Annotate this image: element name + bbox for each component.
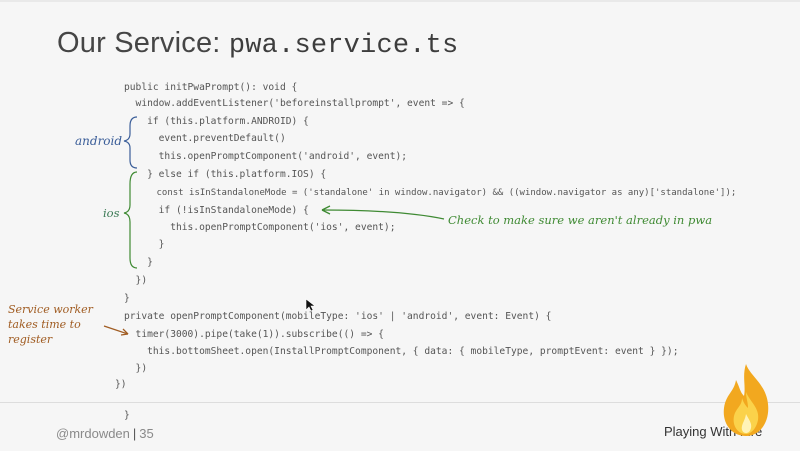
footer-separator: | [132, 426, 137, 441]
code-line: if (!isInStandaloneMode) { [124, 205, 309, 216]
code-line: private openPromptComponent(mobileType: … [124, 311, 552, 322]
footer-credit: @mrdowden|35 [56, 426, 154, 441]
slide-title: Our Service: pwa.service.ts [57, 27, 458, 61]
code-line: } else if (this.platform.IOS) { [124, 169, 327, 180]
code-line: this.openPromptComponent('android', even… [124, 151, 408, 162]
slide-title-text: Our Service: [57, 27, 229, 59]
code-line: window.addEventListener('beforeinstallpr… [124, 98, 465, 109]
page-number: 35 [139, 426, 154, 441]
android-annotation: android [75, 134, 123, 148]
code-line: public initPwaPrompt(): void { [124, 82, 298, 93]
code-line: if (this.platform.ANDROID) { [124, 116, 309, 127]
code-line: } [124, 239, 165, 250]
flame-logo-icon [723, 364, 769, 436]
code-line: }) [115, 379, 127, 390]
code-line: } [124, 293, 130, 304]
top-band [0, 0, 800, 2]
code-line: event.preventDefault() [124, 133, 286, 144]
service-worker-annotation: Service worker takes time to register [8, 303, 93, 346]
ios-annotation: ios [103, 206, 120, 220]
footer-divider [0, 402, 800, 403]
code-line: this.bottomSheet.open(InstallPromptCompo… [124, 346, 679, 357]
mouse-cursor-icon [305, 298, 315, 312]
code-line: } [124, 410, 130, 421]
footer-handle: @mrdowden [56, 426, 130, 441]
slide-title-filename: pwa.service.ts [228, 31, 459, 61]
code-line: }) [124, 363, 148, 374]
code-line: this.openPromptComponent('ios', event); [124, 222, 396, 233]
code-line: } [124, 257, 153, 268]
code-line: timer(3000).pipe(take(1)).subscribe(() =… [124, 329, 384, 340]
code-line: const isInStandaloneMode = ('standalone'… [124, 188, 737, 198]
code-line: }) [124, 275, 148, 286]
check-annotation: Check to make sure we aren't already in … [448, 213, 713, 227]
